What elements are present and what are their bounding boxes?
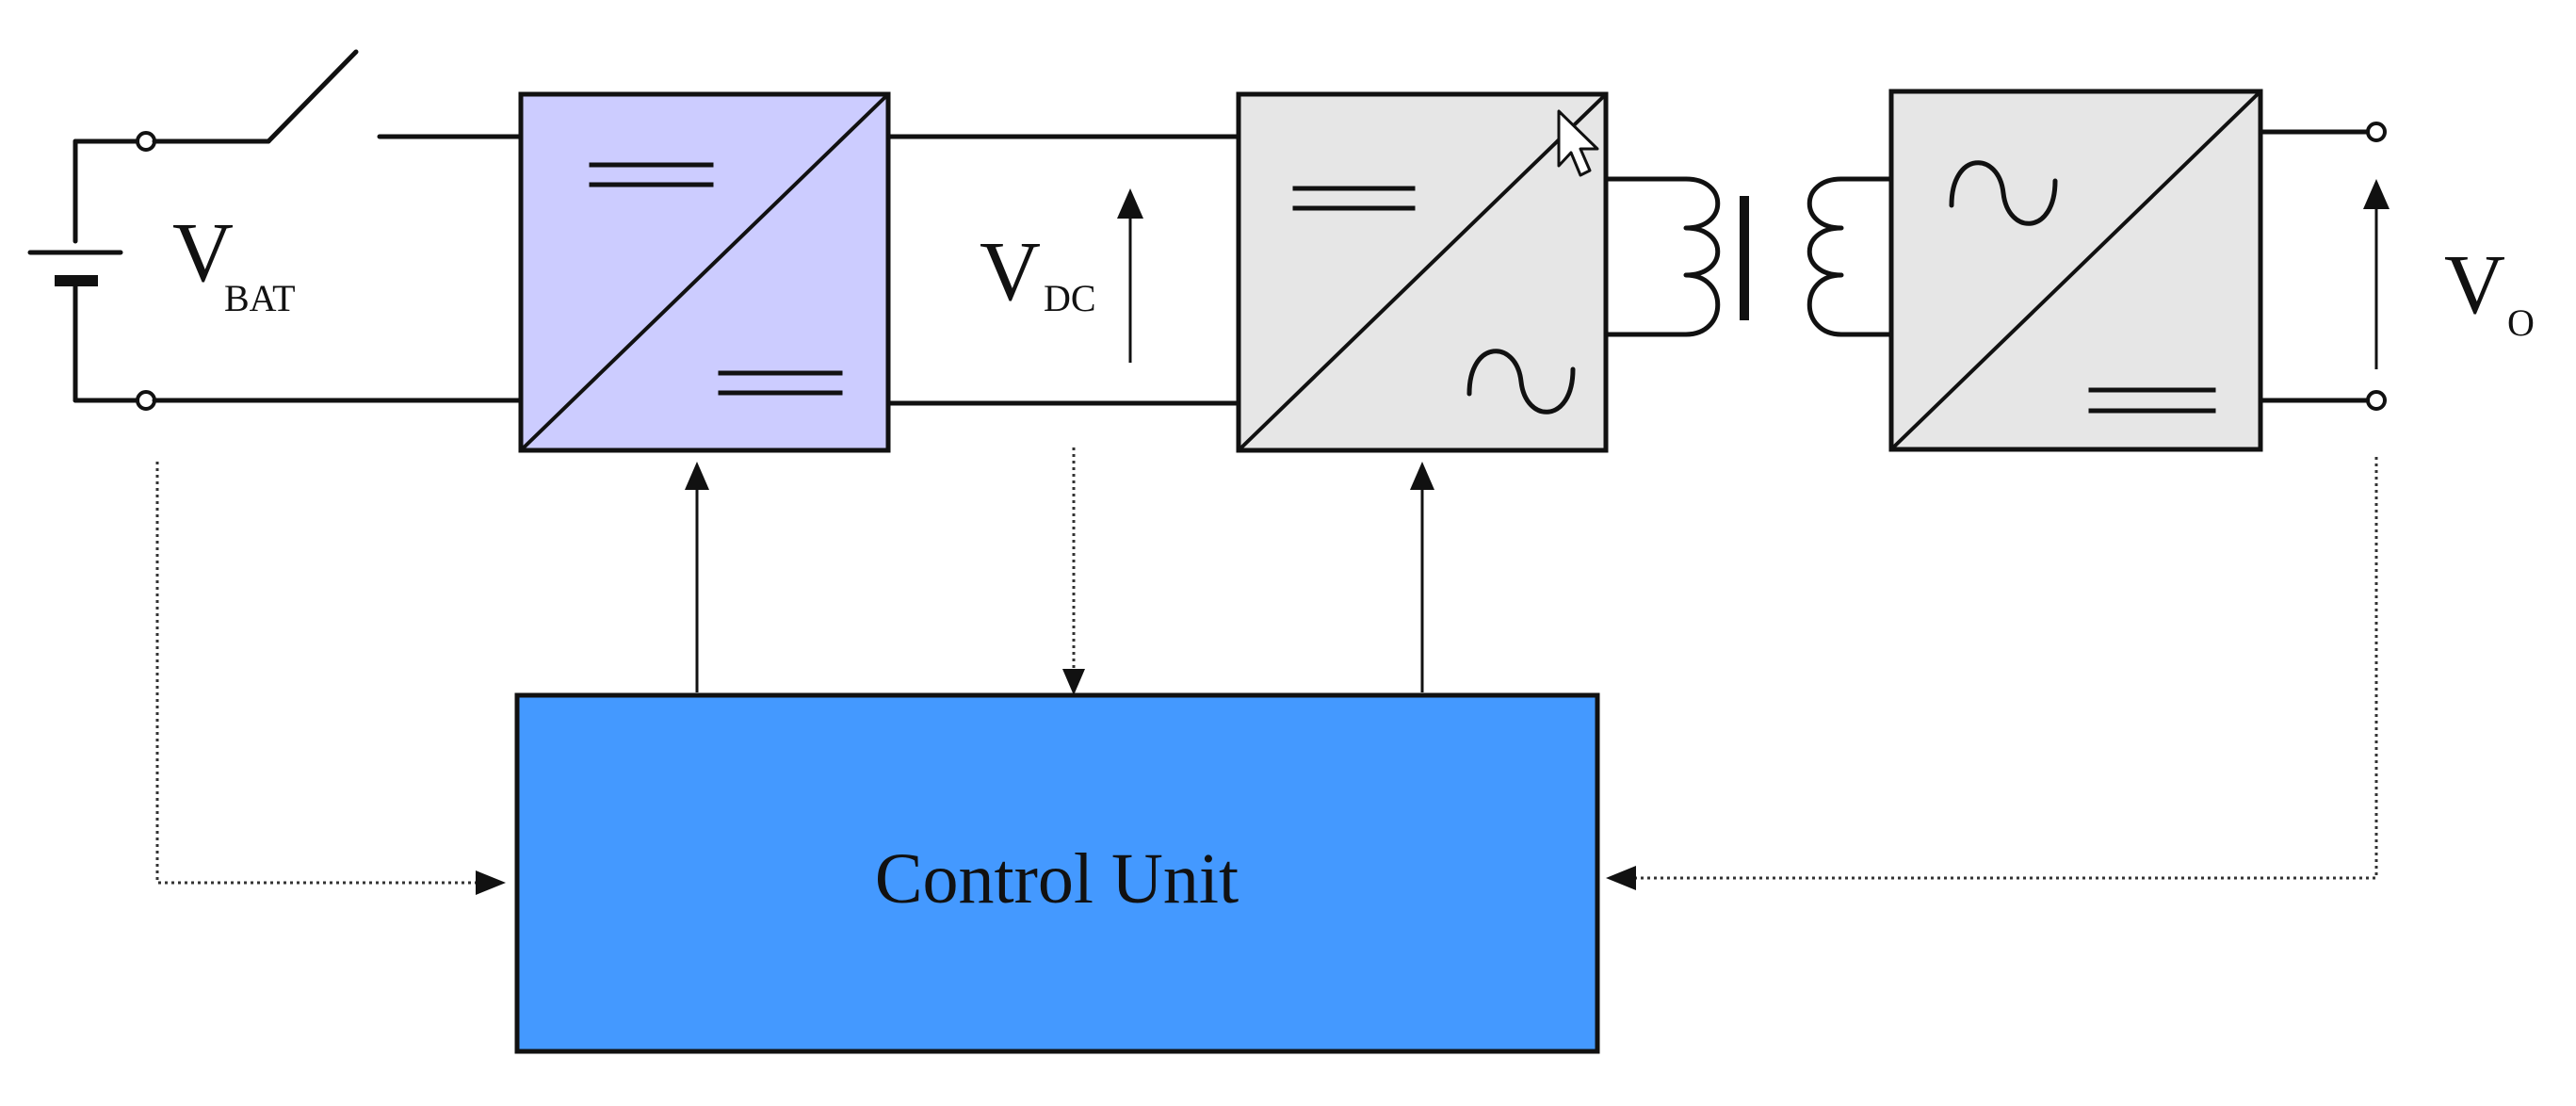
- output-voltage-arrow: [2363, 179, 2390, 369]
- dc-output-symbol: [2088, 387, 2216, 414]
- ac-output-symbol: [1466, 349, 1576, 415]
- battery-top-terminal: [136, 131, 156, 152]
- output-top-terminal: [2366, 122, 2387, 142]
- svg-text:V: V: [2444, 238, 2505, 332]
- svg-text:V: V: [172, 206, 234, 300]
- svg-text:O: O: [2507, 301, 2535, 344]
- battery-bottom-terminal: [136, 390, 156, 411]
- output-voltage-label: V O: [2444, 238, 2535, 344]
- battery-symbol: [27, 138, 144, 403]
- dc-link-sense-line: [1062, 447, 1085, 695]
- dc-link-voltage-label: V DC: [980, 225, 1096, 319]
- output-wires: [2258, 129, 2372, 403]
- output-sense-line: [1606, 457, 2378, 890]
- dc-link-wires: [885, 134, 1241, 406]
- control-to-inverter-arrow: [1410, 462, 1434, 692]
- dc-output-symbol: [718, 370, 843, 396]
- battery-sense-line: [155, 462, 506, 895]
- control-unit-block: Control Unit: [514, 692, 1600, 1054]
- output-bottom-terminal: [2366, 390, 2387, 411]
- mouse-pointer-icon: [1557, 109, 1599, 177]
- dc-ac-inverter-block: [1236, 91, 1609, 453]
- dc-link-voltage-arrow: [1117, 188, 1143, 363]
- battery-voltage-label: V BAT: [172, 206, 296, 319]
- svg-text:V: V: [980, 225, 1041, 318]
- ac-input-symbol: [1949, 160, 2058, 226]
- control-unit-label: Control Unit: [875, 839, 1239, 919]
- svg-text:DC: DC: [1044, 277, 1096, 319]
- control-to-dc-dc-arrow: [685, 462, 709, 692]
- switch-symbol: [152, 49, 524, 144]
- dc-input-symbol: [589, 162, 714, 187]
- dc-input-symbol: [1292, 186, 1416, 211]
- transformer-symbol: [1603, 176, 1894, 337]
- ac-dc-rectifier-block: [1888, 89, 2263, 452]
- svg-text:BAT: BAT: [224, 277, 296, 319]
- dc-dc-converter-block: [518, 91, 891, 453]
